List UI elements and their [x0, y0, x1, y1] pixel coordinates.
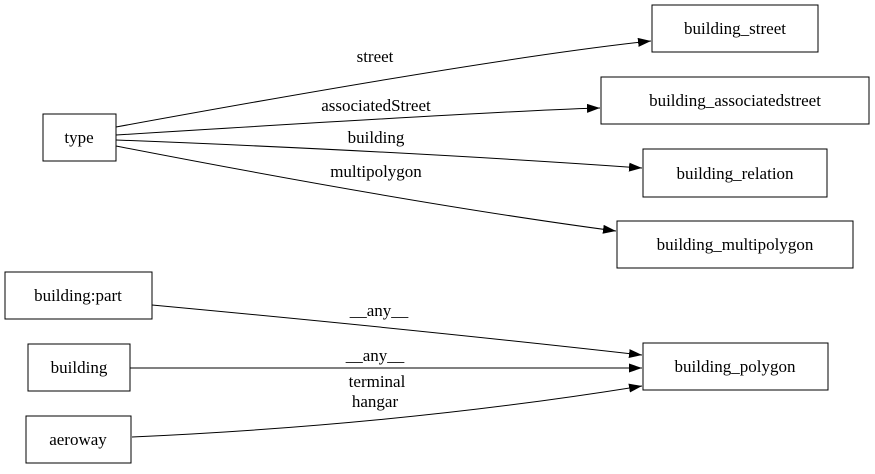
node-building_relation-label: building_relation — [676, 164, 794, 183]
node-building_street-label: building_street — [684, 19, 786, 38]
node-building_relation-box — [642, 148, 828, 198]
edge-aeroway-to-building_polygon — [131, 383, 643, 438]
edge-label-building: building — [348, 128, 405, 147]
node-building_part: building:part — [4, 271, 153, 320]
edge-labels-layer: street associatedStreet building multipo… — [321, 47, 431, 411]
node-aeroway-box — [25, 415, 132, 464]
edge-type-to-building_street — [115, 37, 652, 128]
node-building_polygon-label: building_polygon — [675, 357, 796, 376]
edge-type-to-building_multipolygon — [115, 145, 617, 234]
edge-label-associatedstreet: associatedStreet — [321, 96, 431, 115]
nodes-layer: type building_street building_associated… — [4, 4, 870, 464]
edge-label-hangar: hangar — [352, 392, 399, 411]
node-building: building — [27, 343, 131, 392]
node-type: type — [42, 113, 117, 162]
node-building_multipolygon: building_multipolygon — [616, 220, 854, 269]
node-building_street: building_street — [651, 4, 819, 53]
node-building_multipolygon-label: building_multipolygon — [657, 235, 814, 254]
edge-type-to-building_relation — [115, 139, 643, 172]
node-building-label: building — [51, 358, 108, 377]
node-building_multipolygon-box — [616, 220, 854, 269]
edge-label-street: street — [357, 47, 394, 66]
node-building_associatedstreet: building_associatedstreet — [600, 76, 870, 125]
node-building_polygon-box — [642, 342, 829, 391]
edge-label-any-1: __any__ — [349, 301, 409, 320]
edge-building_part-to-building_polygon — [151, 304, 643, 359]
node-building_associatedstreet-box — [600, 76, 870, 125]
node-building_street-box — [651, 4, 819, 53]
edge-label-any-2: __any__ — [345, 346, 405, 365]
node-building_part-box — [4, 271, 153, 320]
node-type-box — [42, 113, 117, 162]
node-building-box — [27, 343, 131, 392]
node-building_relation: building_relation — [642, 148, 828, 198]
node-aeroway: aeroway — [25, 415, 132, 464]
node-building_associatedstreet-label: building_associatedstreet — [649, 91, 821, 110]
node-building_part-label: building:part — [34, 286, 122, 305]
node-aeroway-label: aeroway — [49, 430, 107, 449]
edge-type-to-building_associatedstreet — [115, 103, 601, 136]
node-type-label: type — [64, 128, 93, 147]
edges-layer — [115, 37, 652, 438]
edge-label-terminal: terminal — [349, 372, 406, 391]
node-building_polygon: building_polygon — [642, 342, 829, 391]
edge-label-multipolygon: multipolygon — [330, 162, 422, 181]
